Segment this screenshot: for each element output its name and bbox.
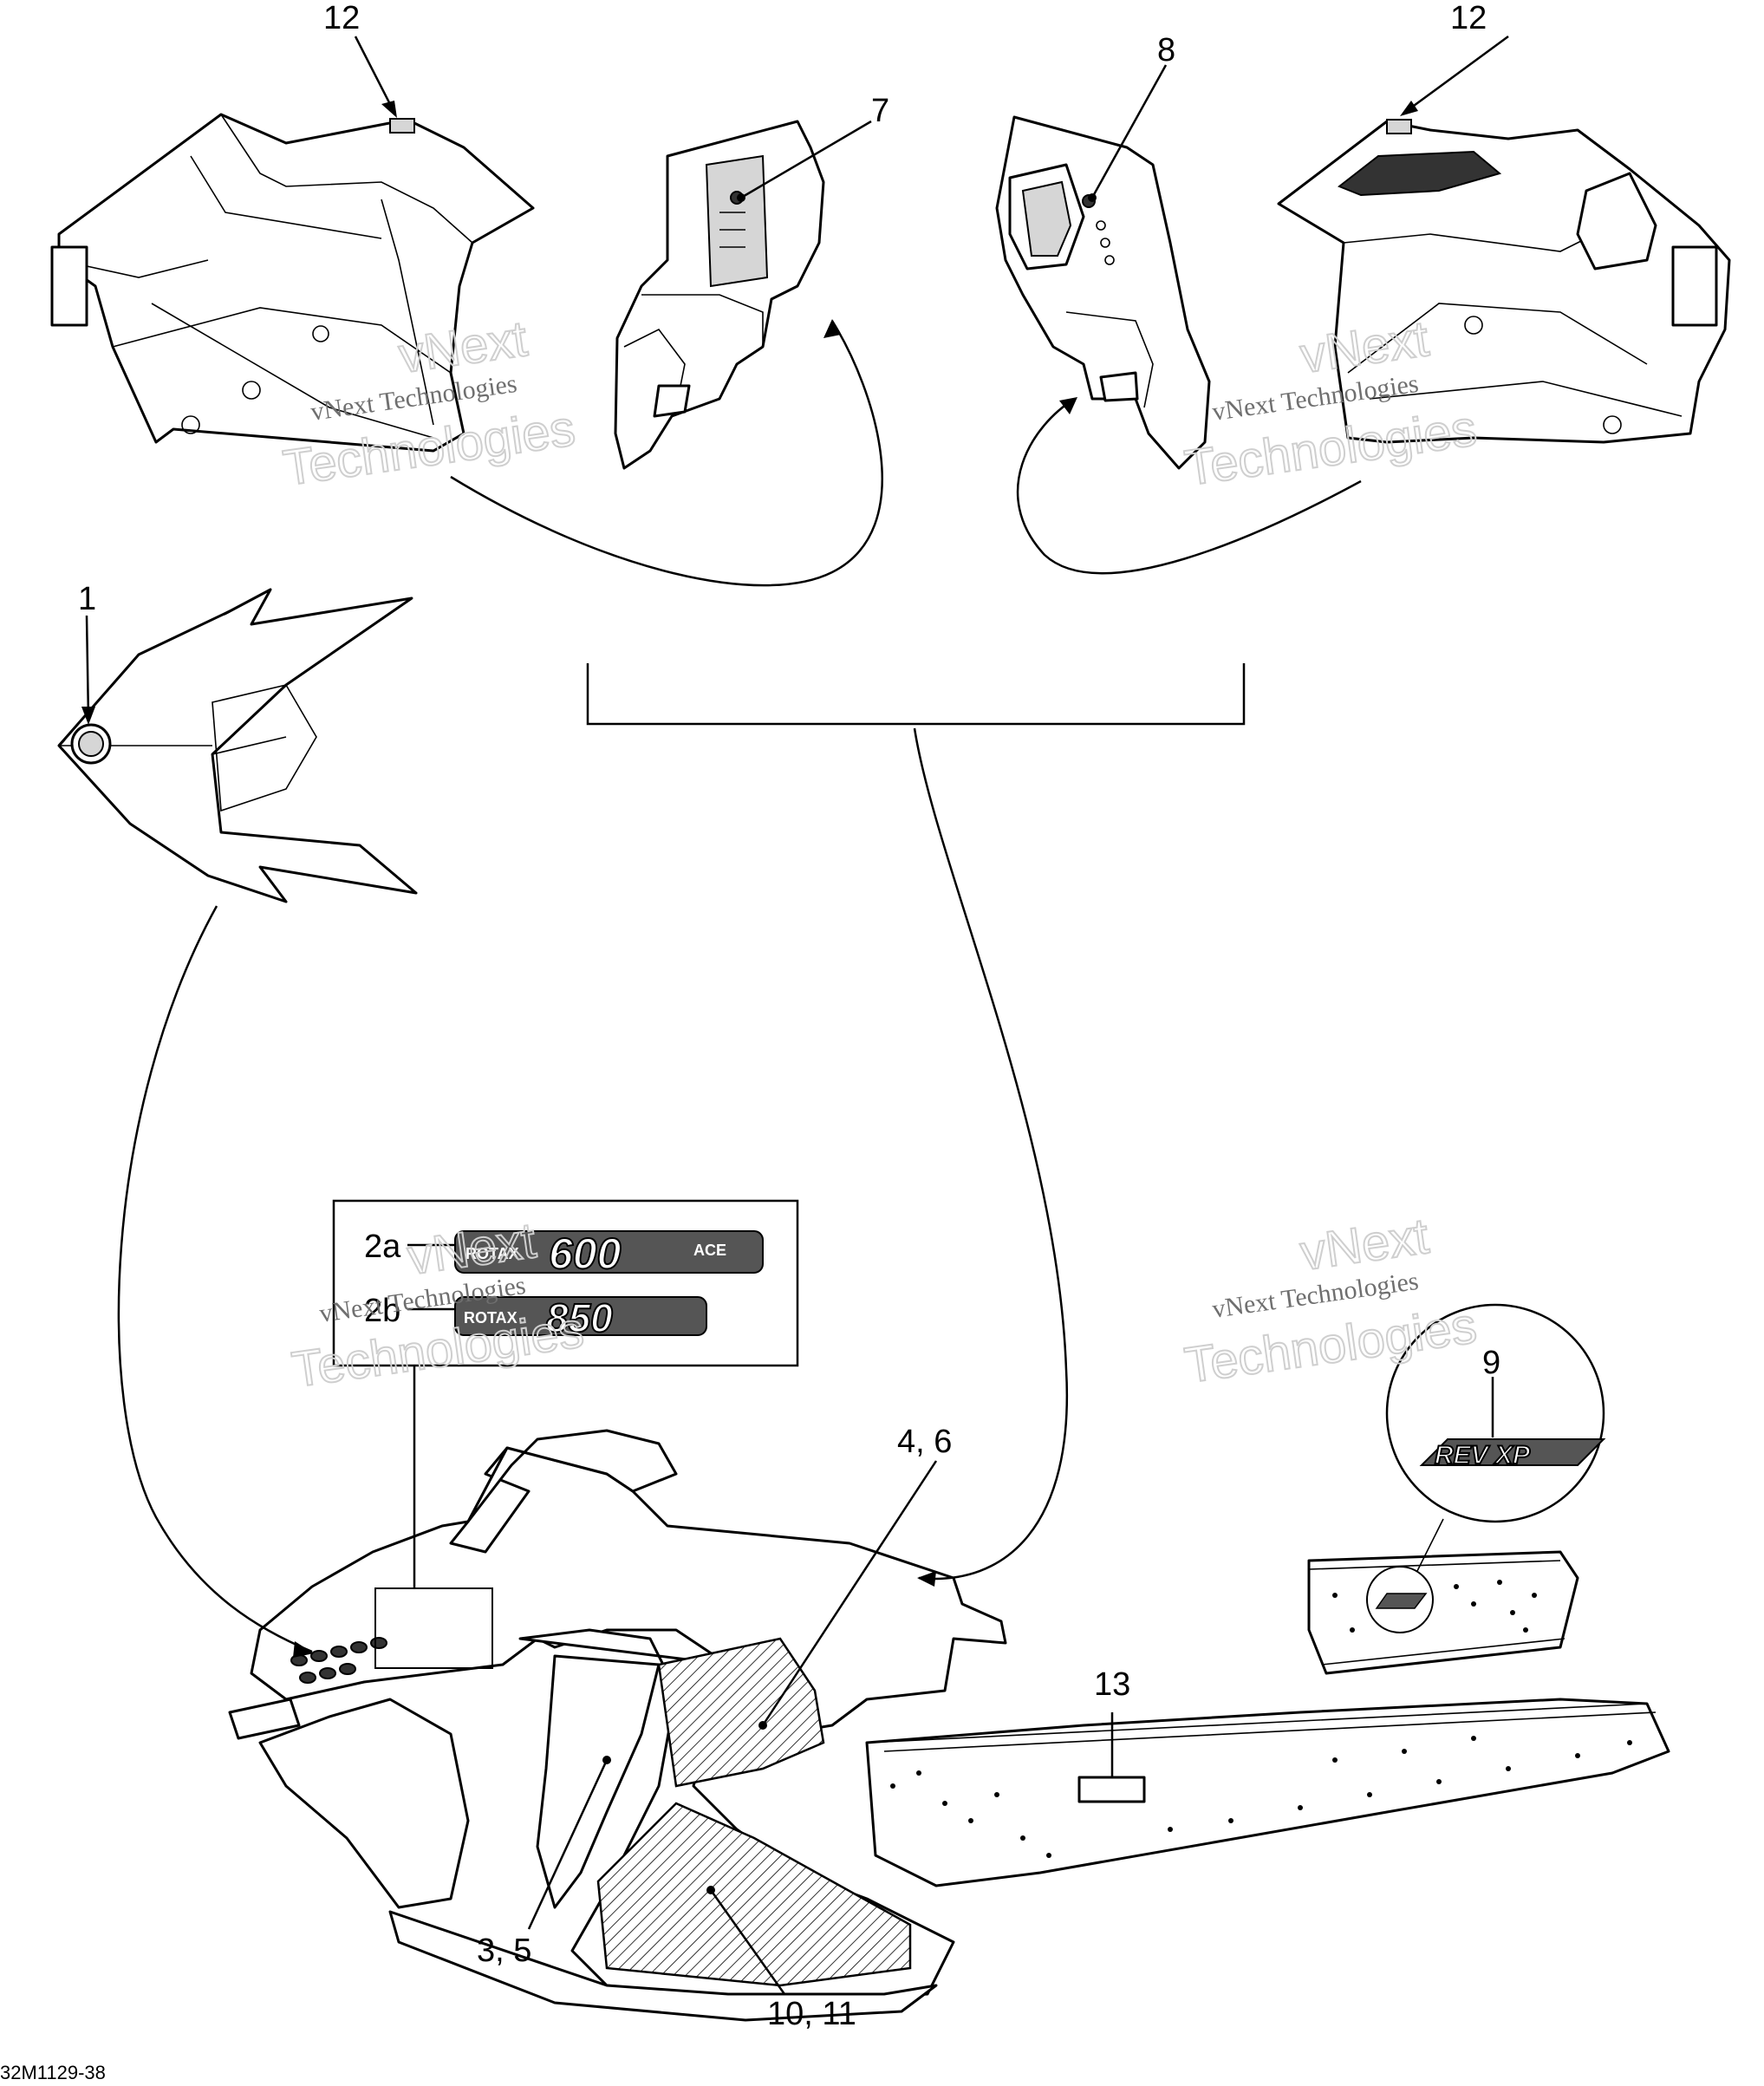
- rotax-850-etec-decal: ROTAX 850: [454, 1294, 707, 1341]
- svg-text:REV XP: REV XP: [1435, 1441, 1531, 1470]
- right-console-panel: [995, 115, 1211, 470]
- callout-3-5: 3, 5: [477, 1933, 531, 1969]
- watermark: vNext vNext Technologies Technologies vN…: [279, 310, 1481, 1399]
- callout-4-6: 4, 6: [897, 1424, 952, 1460]
- svg-text:ROTAX: ROTAX: [465, 1245, 519, 1262]
- tunnel: [865, 1698, 1670, 1887]
- left-side-panel: [50, 113, 535, 453]
- callout-10-11: 10, 11: [767, 1996, 856, 2032]
- callout-8: 8: [1157, 32, 1175, 68]
- left-console-panel: [614, 120, 825, 470]
- decal-panel-10-11: [596, 1802, 912, 1987]
- rev-xp-detail: REV XP: [1307, 1303, 1606, 1675]
- front-vents: [290, 1637, 387, 1684]
- svg-text:ROTAX: ROTAX: [464, 1309, 517, 1327]
- engine-decal-box: ROTAX 600 ACE ROTAX 850: [332, 1199, 799, 1367]
- svg-text:ACE: ACE: [693, 1242, 726, 1259]
- rev-xp-decal-large: REV XP: [1419, 1438, 1606, 1470]
- svg-text:850: 850: [546, 1295, 613, 1340]
- callout-9: 9: [1482, 1345, 1500, 1381]
- callout-12-right: 12: [1450, 0, 1487, 36]
- callout-2a: 2a: [364, 1229, 401, 1265]
- callout-12-left: 12: [323, 0, 360, 36]
- rotax-600-ace-decal: ROTAX 600 ACE: [454, 1229, 764, 1279]
- decal-panel-4-6: [657, 1637, 825, 1788]
- svg-text:600: 600: [549, 1229, 622, 1278]
- right-side-panel: [1277, 119, 1731, 444]
- connector-lines: [81, 35, 1509, 1995]
- nose-hood-panel: [57, 588, 418, 903]
- decal-13: [1077, 1776, 1146, 1803]
- callout-7: 7: [871, 93, 889, 129]
- snowmobile-body: [228, 1429, 1670, 2022]
- callout-13: 13: [1094, 1666, 1130, 1703]
- figure-code: 32M1129-38: [0, 2062, 106, 2083]
- callout-labels: 12 12 7 8 1 2a 2b 4, 6 9 13 3, 5 10, 11: [78, 0, 1500, 2032]
- callout-1: 1: [78, 581, 96, 617]
- callout-2b: 2b: [364, 1293, 400, 1329]
